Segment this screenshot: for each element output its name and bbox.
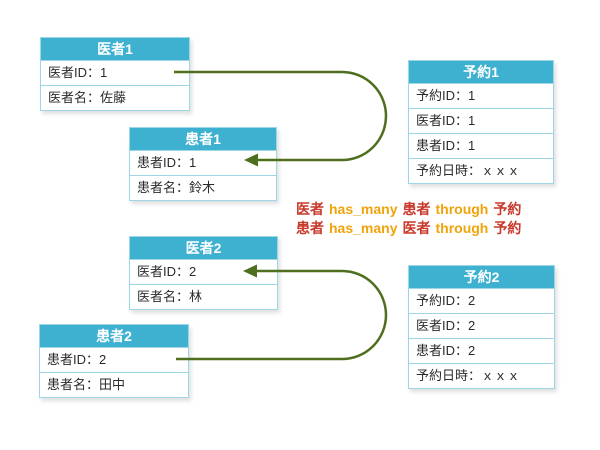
table-row: 医者ID：1 [41,60,189,85]
note-keyword: through [435,201,489,217]
table-row: 患者名：鈴木 [130,175,276,200]
table-patient2-title: 患者2 [40,325,188,347]
table-row: 予約日時：ｘｘｘ [409,158,553,183]
note-entity: 患者 [402,201,431,217]
note-keyword: has_many [329,220,398,236]
note-keyword: through [435,220,489,236]
table-row: 予約ID：1 [409,83,553,108]
table-row: 患者ID：2 [40,347,188,372]
table-doctor2: 医者2 医者ID：2 医者名：林 [129,236,278,310]
table-reservation1-title: 予約1 [409,61,553,83]
table-row: 医者名：佐藤 [41,85,189,110]
table-row: 医者ID：2 [130,259,277,284]
note-entity: 予約 [493,220,522,236]
table-row: 患者ID：1 [130,150,276,175]
table-row: 患者ID：2 [409,338,554,363]
note-entity: 予約 [493,201,522,217]
table-reservation2: 予約2 予約ID：2 医者ID：2 患者ID：2 予約日時：ｘｘｘ [408,265,555,389]
table-patient1: 患者1 患者ID：1 患者名：鈴木 [129,127,277,201]
table-row: 患者ID：1 [409,133,553,158]
table-row: 予約日時：ｘｘｘ [409,363,554,388]
table-row: 医者ID：1 [409,108,553,133]
table-row: 医者名：林 [130,284,277,309]
table-doctor1-title: 医者1 [41,38,189,60]
table-doctor1: 医者1 医者ID：1 医者名：佐藤 [40,37,190,111]
note-keyword: has_many [329,201,398,217]
table-row: 医者ID：2 [409,313,554,338]
note-entity: 医者 [296,201,324,217]
note-entity: 医者 [402,220,431,236]
table-doctor2-title: 医者2 [130,237,277,259]
table-row: 予約ID：2 [409,288,554,313]
table-reservation1: 予約1 予約ID：1 医者ID：1 患者ID：1 予約日時：ｘｘｘ [408,60,554,184]
table-patient2: 患者2 患者ID：2 患者名：田中 [39,324,189,398]
table-patient1-title: 患者1 [130,128,276,150]
table-reservation2-title: 予約2 [409,266,554,288]
table-row: 患者名：田中 [40,372,188,397]
note-entity: 患者 [296,220,324,236]
